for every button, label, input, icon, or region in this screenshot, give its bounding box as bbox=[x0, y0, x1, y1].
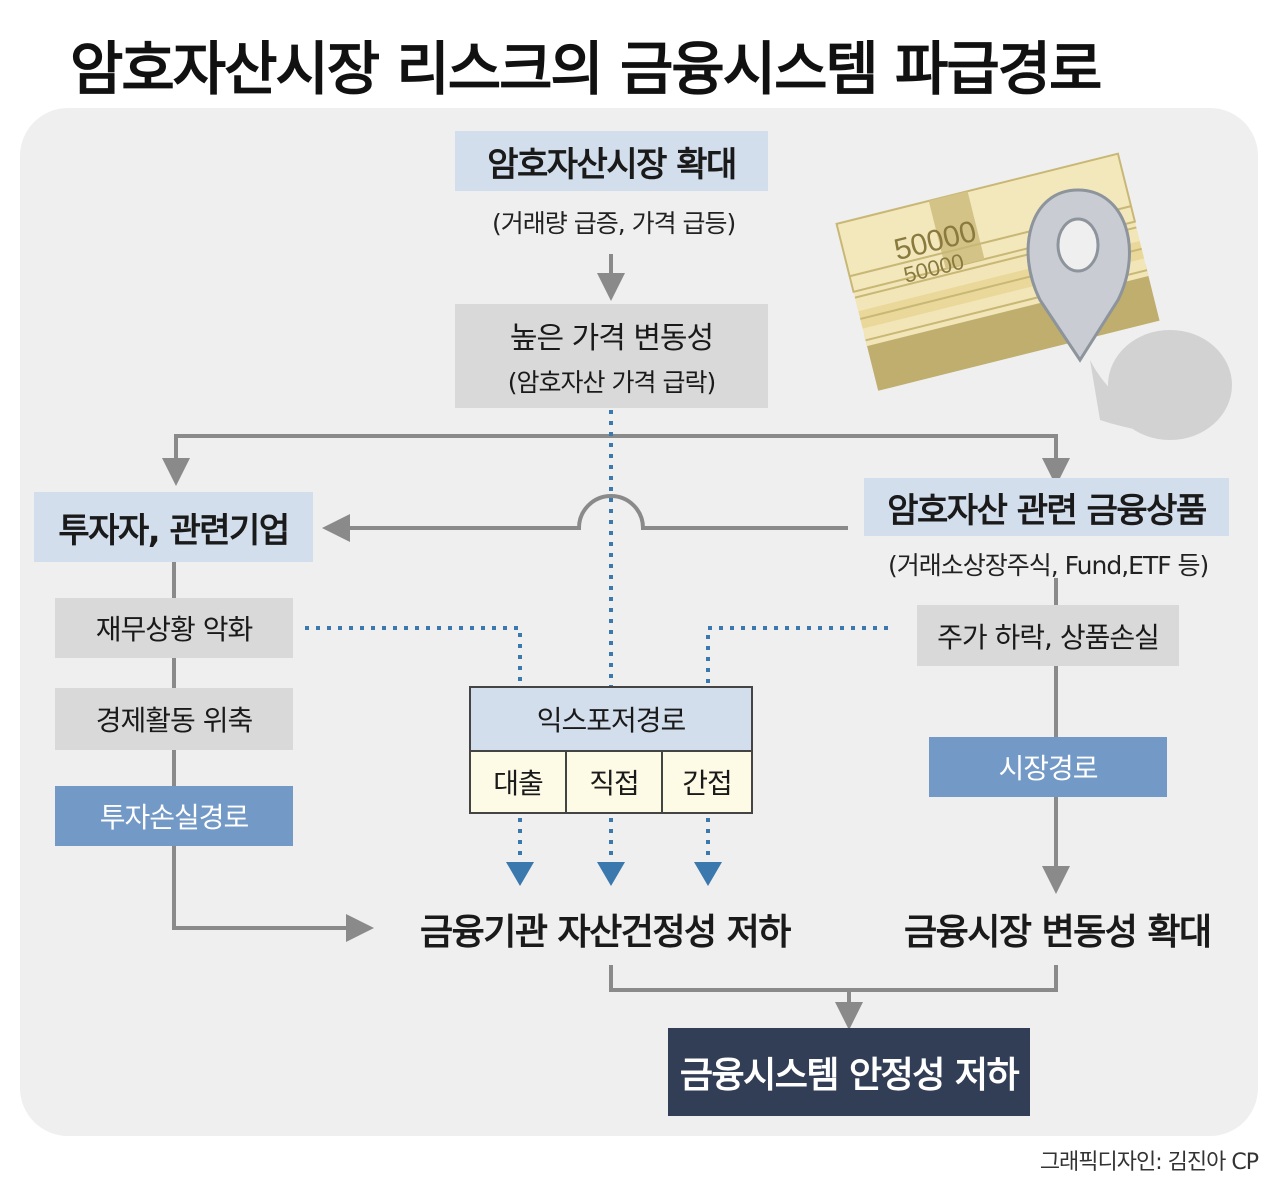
node-market-volatility: 금융시장 변동성 확대 bbox=[904, 912, 1212, 953]
money-pin-illustration: 50000 50000 bbox=[835, 152, 1232, 440]
map-pin-icon bbox=[1026, 188, 1131, 363]
dotted-stock-exposure bbox=[706, 626, 888, 686]
node-products-sub: (거래소상장주식, Fund,ETF 등) bbox=[888, 551, 1209, 580]
node-expansion-sub: (거래량 급증, 가격 급등) bbox=[492, 209, 736, 238]
node-volatility-label: 높은 가격 변동성 bbox=[509, 321, 714, 356]
exposure-header: 익스포저경로 bbox=[471, 688, 751, 752]
arrow-invest-loss bbox=[172, 846, 374, 942]
node-investors: 투자자, 관련기업 bbox=[34, 492, 313, 562]
split-line bbox=[174, 434, 1058, 472]
node-econ-shrink: 경제활동 위축 bbox=[55, 688, 293, 750]
node-expansion: 암호자산시장 확대 bbox=[455, 131, 768, 191]
node-products: 암호자산 관련 금융상품 bbox=[864, 478, 1229, 536]
exposure-cell-loan: 대출 bbox=[471, 750, 567, 814]
exposure-table: 익스포저경로 대출 직접 간접 bbox=[469, 686, 753, 814]
node-volatility-sub: (암호자산 가격 급락) bbox=[507, 368, 716, 397]
node-volatility: 높은 가격 변동성 (암호자산 가격 급락) bbox=[455, 304, 768, 408]
merge-line bbox=[609, 965, 1058, 992]
arrow-products-investors bbox=[322, 494, 848, 542]
node-invest-loss-path: 투자손실경로 bbox=[55, 786, 293, 846]
node-system-stability: 금융시스템 안정성 저하 bbox=[668, 1028, 1030, 1116]
graphic-credit: 그래픽디자인: 김진아 CP bbox=[1039, 1150, 1259, 1175]
pin-shadow bbox=[1108, 330, 1232, 440]
node-stock-fall: 주가 하락, 상품손실 bbox=[917, 605, 1179, 666]
arrow-head-loan bbox=[506, 862, 534, 886]
node-finance-worsen: 재무상황 악화 bbox=[55, 598, 293, 658]
node-market-path: 시장경로 bbox=[929, 737, 1167, 797]
exposure-cell-indirect: 간접 bbox=[682, 767, 733, 800]
node-asset-soundness: 금융기관 자산건정성 저하 bbox=[420, 912, 791, 953]
dotted-finance-exposure bbox=[305, 626, 522, 686]
arrow-head-direct bbox=[597, 862, 625, 886]
exposure-cell-direct: 직접 bbox=[567, 750, 663, 814]
page-title: 암호자산시장 리스크의 금융시스템 파급경로 bbox=[70, 35, 1102, 103]
arrow-head-indirect bbox=[694, 862, 722, 886]
